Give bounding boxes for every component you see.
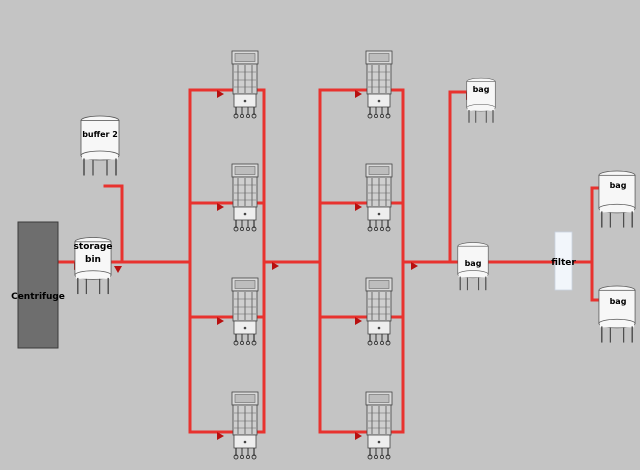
storage-bin-label-line2: bin xyxy=(85,255,101,265)
chromatography-column-icon[interactable] xyxy=(231,391,259,460)
bag-label: bag xyxy=(473,85,490,94)
bag-tank-upper-right[interactable]: bag xyxy=(597,170,637,229)
chromatography-column-icon[interactable] xyxy=(365,163,393,232)
centrifuge-icon xyxy=(17,221,59,349)
flow-arrows xyxy=(74,90,608,440)
bag-label: bag xyxy=(465,259,482,268)
bag-tank-middle[interactable]: bag xyxy=(457,241,489,291)
chromatography-column-icon[interactable] xyxy=(365,277,393,346)
filter-icon xyxy=(554,231,573,291)
column-bank-2 xyxy=(365,50,393,460)
chromatography-column-icon[interactable] xyxy=(231,163,259,232)
storage-bin-tank[interactable]: storage bin xyxy=(74,236,113,296)
chromatography-column-icon[interactable] xyxy=(231,50,259,119)
filter-label: filter xyxy=(551,258,576,268)
tank-icon xyxy=(597,170,637,229)
flow-arrow-icon xyxy=(114,266,122,273)
bag-label: bag xyxy=(610,297,627,306)
buffer-tank-label: buffer 2 xyxy=(82,130,118,139)
tank-icon xyxy=(597,285,637,344)
buffer-tank[interactable]: buffer 2 xyxy=(80,115,120,177)
chromatography-column-icon[interactable] xyxy=(231,277,259,346)
bag-tank-top[interactable]: bag xyxy=(465,77,497,124)
centrifuge-unit[interactable]: Centrifuge xyxy=(11,221,65,349)
chromatography-column-icon[interactable] xyxy=(365,50,393,119)
filter-unit[interactable]: filter xyxy=(551,231,576,291)
centrifuge-label: Centrifuge xyxy=(11,292,65,302)
pipe-network xyxy=(56,88,602,434)
chromatography-column-icon[interactable] xyxy=(365,391,393,460)
bag-tank-lower-right[interactable]: bag xyxy=(597,285,637,344)
tank-icon xyxy=(80,115,120,177)
column-bank-1 xyxy=(231,50,259,460)
storage-bin-label-line1: storage xyxy=(74,242,113,252)
bag-label: bag xyxy=(610,181,627,190)
